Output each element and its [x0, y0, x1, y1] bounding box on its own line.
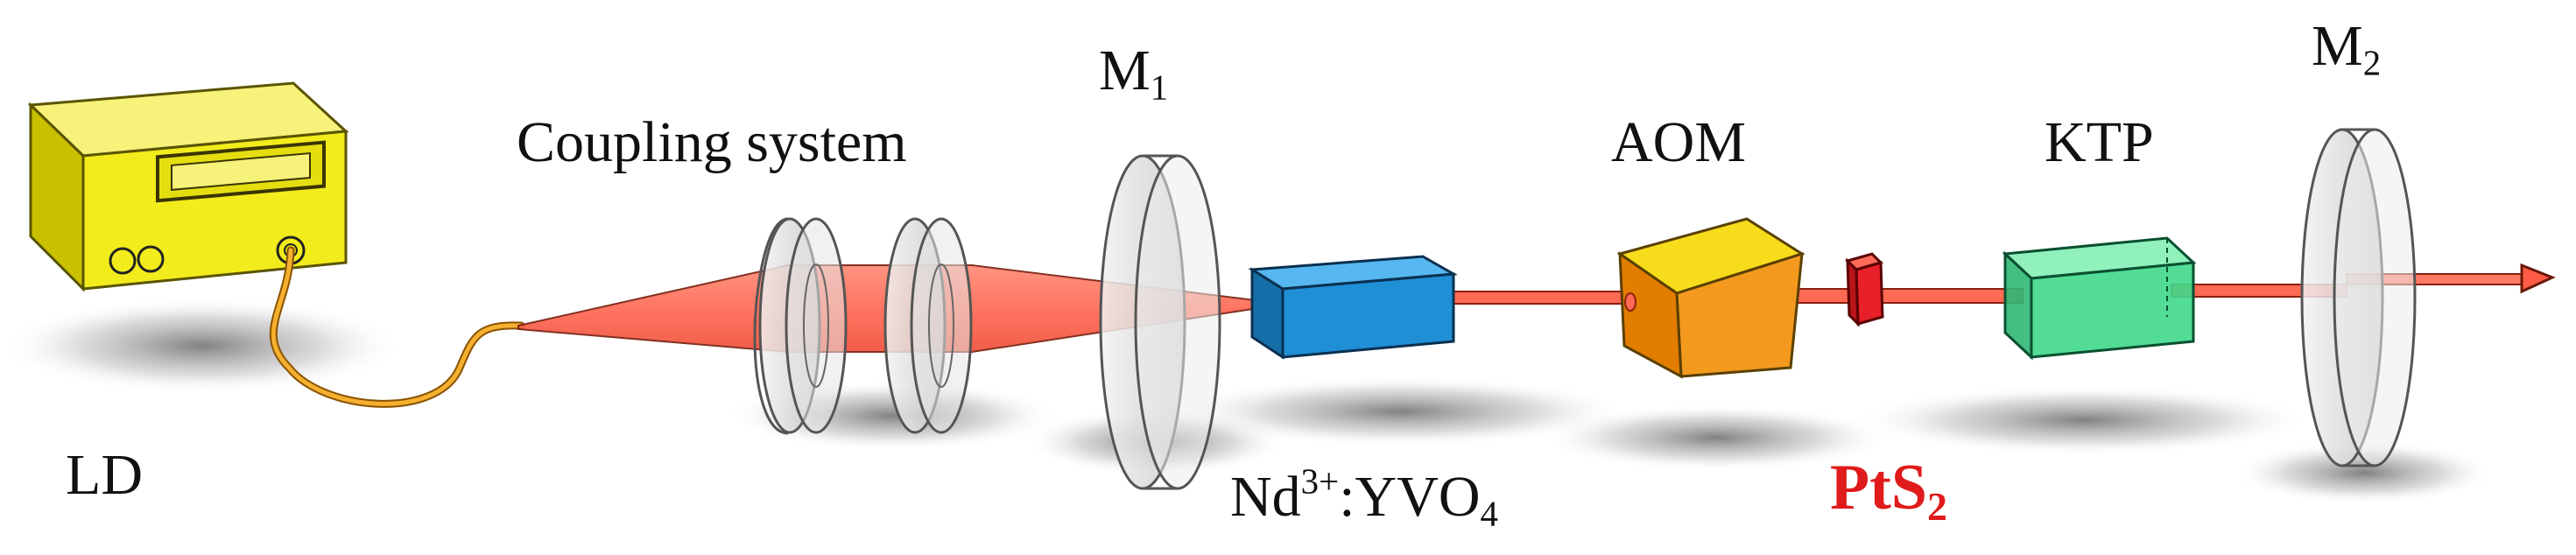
- crystal-shadow: [1173, 376, 1629, 446]
- label-pts2-sub: 2: [1927, 483, 1947, 529]
- label-coupling-system: Coupling system: [517, 114, 907, 172]
- label-ktp-text: KTP: [2045, 110, 2154, 174]
- coupling-lens-2: [883, 217, 973, 434]
- label-m2-base: M: [2312, 14, 2363, 78]
- label-m2-sub: 2: [2362, 43, 2382, 83]
- aom-shadow: [1541, 404, 1891, 471]
- ld-knob-2: [137, 245, 165, 273]
- label-ld-text: LD: [66, 443, 143, 507]
- ld-knob-1: [109, 247, 137, 275]
- label-nd-mid: :YVO: [1339, 465, 1481, 529]
- coupling-lens-1: [753, 217, 848, 435]
- ktp-crystal: [2002, 236, 2197, 361]
- pts2-absorber: [1845, 252, 1884, 327]
- laser-diode-box: [27, 81, 349, 292]
- label-nd-sup: 3+: [1300, 461, 1340, 502]
- label-coupling-text: Coupling system: [517, 110, 907, 174]
- label-nd-yvo4: Nd3+:YVO4: [1230, 464, 1498, 532]
- label-m1-base: M: [1099, 39, 1151, 102]
- ld-display-inner: [171, 151, 311, 191]
- label-pts2: PtS2: [1830, 452, 1947, 526]
- label-nd-pre: Nd: [1230, 465, 1301, 529]
- m2-shadow: [2233, 441, 2495, 504]
- mirror-m2: [2300, 128, 2417, 467]
- aom-modulator: [1616, 217, 1805, 379]
- label-pts2-base: PtS: [1830, 452, 1927, 523]
- optical-fiber-core: [271, 248, 524, 406]
- label-aom-text: AOM: [1611, 110, 1747, 174]
- ld-box-side: [29, 102, 85, 292]
- label-m1-sub: 1: [1150, 67, 1169, 108]
- output-arrow: [2520, 263, 2556, 294]
- label-ld: LD: [66, 446, 143, 504]
- label-nd-sub: 4: [1480, 494, 1498, 534]
- intracavity-beam-b: [1768, 288, 2023, 304]
- ld-shadow: [0, 298, 403, 394]
- label-ktp: KTP: [2045, 114, 2154, 172]
- label-aom: AOM: [1611, 114, 1746, 172]
- mirror-m1: [1099, 154, 1221, 490]
- label-m1: M1: [1099, 39, 1168, 106]
- label-m2: M2: [2312, 18, 2381, 81]
- intracavity-beam-a: [1435, 291, 1625, 305]
- ktp-shadow: [1856, 385, 2312, 455]
- nd-yvo4-crystal: [1248, 255, 1458, 360]
